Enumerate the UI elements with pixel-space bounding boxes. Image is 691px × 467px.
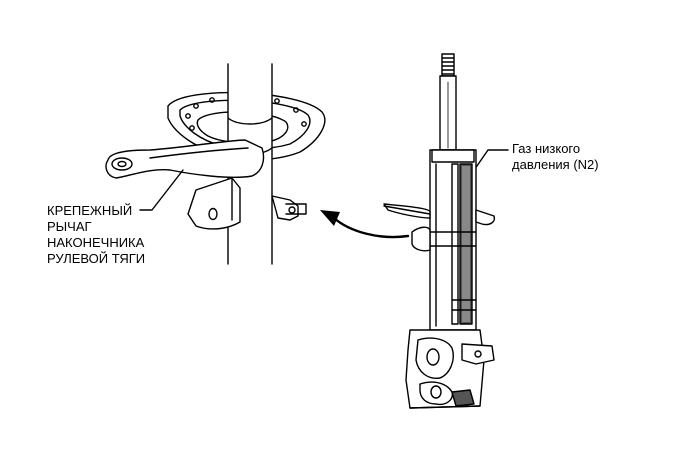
gas-label-line-2: давления (N2)	[512, 157, 599, 172]
gas-label: Газ низкого давления (N2)	[512, 141, 599, 173]
cylinder-body	[429, 149, 477, 331]
lower-spring-seat	[383, 203, 496, 226]
threaded-tip	[441, 53, 455, 77]
steering-arm-leader	[139, 169, 184, 211]
steering-arm-label-line-1: КРЕПЕЖНЫЙ	[47, 203, 133, 218]
hose-bracket	[411, 226, 477, 252]
gas-label-line-1: Газ низкого	[512, 141, 581, 156]
brake-hose-clip	[271, 195, 307, 221]
steering-knuckle-arm	[105, 139, 265, 179]
steering-arm-label-line-3: НАКОНЕЧНИКА	[47, 235, 145, 250]
knuckle-bracket	[405, 329, 495, 409]
steering-arm-label-line-2: РЫЧАГ	[47, 219, 92, 234]
direction-arrow	[320, 210, 410, 239]
steering-arm-label: КРЕПЕЖНЫЙ РЫЧАГ НАКОНЕЧНИКА РУЛЕВОЙ ТЯГИ	[47, 203, 145, 267]
strut-detail-view	[105, 63, 326, 265]
strut-assembly	[383, 53, 496, 409]
steering-arm-label-line-4: РУЛЕВОЙ ТЯГИ	[47, 251, 146, 266]
mounting-bracket	[187, 177, 241, 230]
piston-rod	[439, 75, 457, 151]
